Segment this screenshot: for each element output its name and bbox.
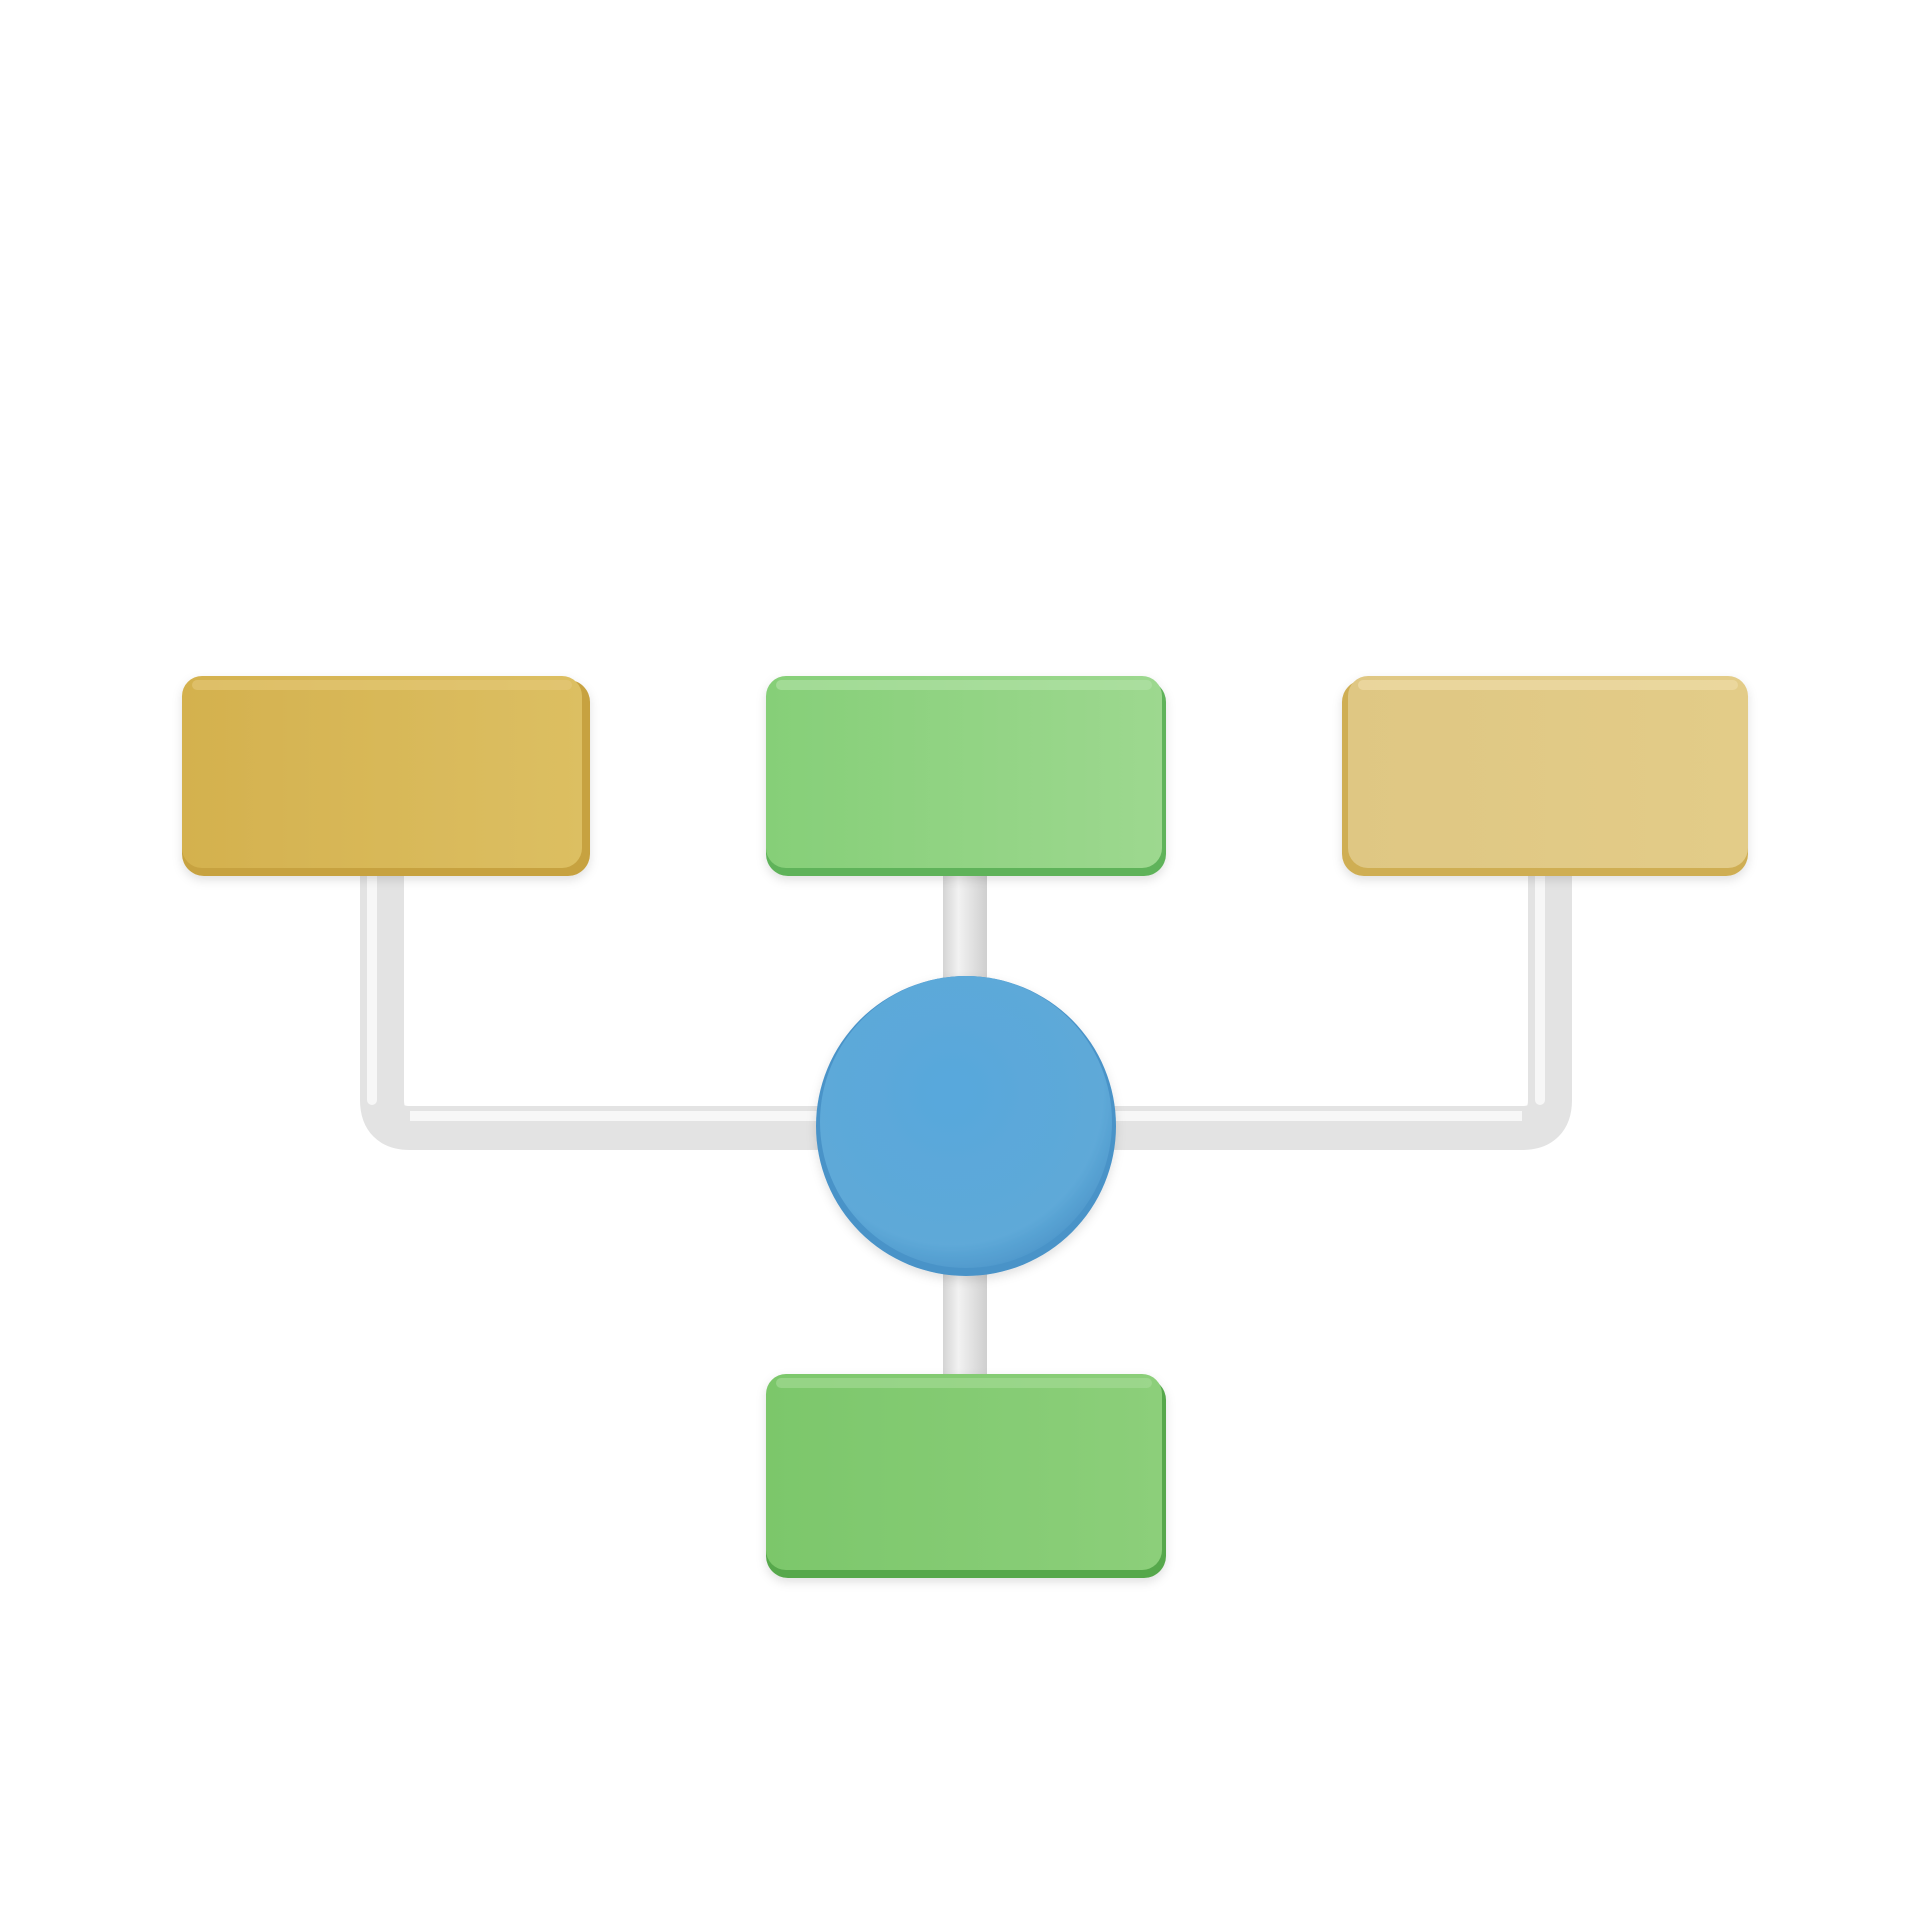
node-top-right-face (1348, 676, 1748, 868)
node-top-right (1342, 676, 1748, 876)
connector-right (1078, 848, 1572, 1150)
node-top-left (182, 676, 590, 876)
hub-circle (820, 976, 1112, 1268)
connector-left (360, 848, 852, 1150)
node-bottom-center (766, 1374, 1166, 1578)
node-top-left-highlight (192, 680, 572, 690)
node-bottom-center-face (766, 1374, 1162, 1570)
connector-top-center (943, 860, 987, 990)
node-top-right-highlight (1358, 680, 1738, 690)
node-top-left-face (182, 676, 582, 868)
node-top-center-face (766, 676, 1162, 868)
connector-bottom-center (943, 1260, 987, 1390)
node-bottom-center-highlight (776, 1378, 1152, 1388)
node-top-center (766, 676, 1166, 876)
hub-node (816, 976, 1116, 1276)
connectors (360, 848, 1572, 1390)
node-top-center-highlight (776, 680, 1152, 690)
